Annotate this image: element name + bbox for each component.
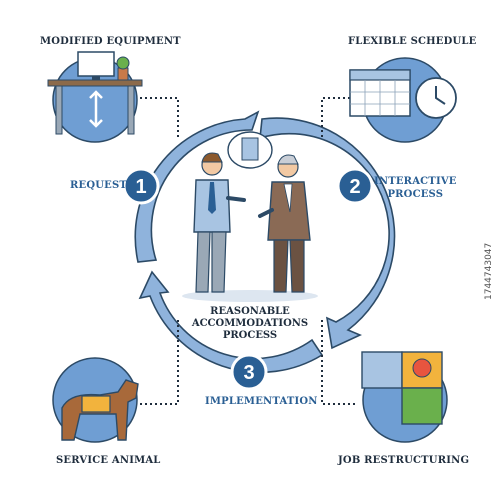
center-title-line-3: PROCESS	[222, 330, 278, 341]
step-number-1: 1	[135, 176, 146, 198]
modified-equipment-illustration	[47, 51, 143, 143]
dotted-connectors	[140, 97, 355, 405]
connector-top-right	[321, 97, 355, 140]
step-number-2: 2	[349, 176, 360, 198]
label-modified-equipment: MODIFIED EQUIPMENT	[40, 36, 181, 47]
step-badge-1: 1	[122, 167, 160, 205]
two-people-illustration	[182, 131, 318, 302]
label-interactive-process: INTERACTIVE PROCESS	[374, 176, 457, 200]
step-badge-3: 3	[230, 353, 268, 391]
stock-id-watermark: 1744743047	[484, 242, 494, 300]
service-animal-illustration	[52, 357, 139, 443]
label-request: REQUEST	[70, 180, 128, 191]
label-job-restructuring: JOB RESTRUCTURING	[338, 455, 470, 466]
label-flexible-schedule: FLEXIBLE SCHEDULE	[348, 36, 477, 47]
flexible-schedule-illustration	[349, 57, 457, 143]
label-service-animal: SERVICE ANIMAL	[56, 455, 161, 466]
step-number-3: 3	[243, 362, 254, 384]
connector-bottom-right	[321, 320, 355, 405]
center-title-line-2: ACCOMMODATIONS	[191, 318, 309, 329]
center-title-line-1: REASONABLE	[210, 306, 290, 317]
job-restructuring-illustration	[361, 351, 448, 443]
connector-top-left	[140, 97, 179, 140]
step-badge-2: 2	[336, 167, 374, 205]
center-title: REASONABLE ACCOMMODATIONS PROCESS	[170, 306, 330, 342]
label-implementation: IMPLEMENTATION	[205, 396, 318, 407]
